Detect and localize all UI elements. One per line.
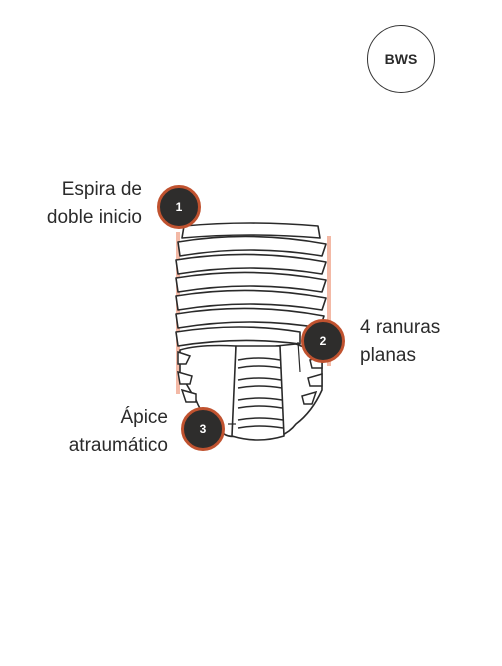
- implant-collar: [181, 222, 321, 239]
- bws-badge-text: BWS: [384, 51, 418, 67]
- callout-2-line-1: 4 ranuras: [360, 317, 441, 338]
- groove-threads: [237, 357, 284, 429]
- callout-label-1: Espira de doble inicio: [20, 176, 142, 232]
- callout-number-1: 1: [175, 200, 183, 214]
- leader-line-2: [297, 341, 301, 373]
- callout-marker-3: 3: [181, 407, 225, 451]
- thread-4: [175, 289, 327, 311]
- callout-2-line-2: planas: [360, 345, 416, 366]
- bws-badge: BWS: [367, 25, 435, 93]
- callout-1-line-1: Espira de: [61, 179, 142, 200]
- callout-1-line-2: doble inicio: [46, 207, 142, 228]
- callout-label-3: Ápice atraumático: [40, 404, 168, 460]
- callout-3-line-1: Ápice: [120, 407, 168, 428]
- callout-marker-1: 1: [157, 185, 201, 229]
- thread-2: [175, 253, 327, 275]
- flat-groove: [231, 345, 285, 441]
- highlight-bar-right: [327, 236, 331, 366]
- callout-label-2: 4 ranuras planas: [360, 314, 480, 370]
- thread-6: [175, 326, 301, 347]
- callout-number-2: 2: [319, 334, 327, 348]
- callout-3-line-2: atraumático: [68, 435, 168, 456]
- implant-body: [175, 222, 327, 441]
- callout-number-3: 3: [199, 422, 207, 436]
- callout-marker-2: 2: [301, 319, 345, 363]
- thread-1: [177, 235, 327, 257]
- thread-3: [175, 271, 327, 293]
- side-notches: [177, 350, 323, 405]
- thread-5: [175, 307, 325, 329]
